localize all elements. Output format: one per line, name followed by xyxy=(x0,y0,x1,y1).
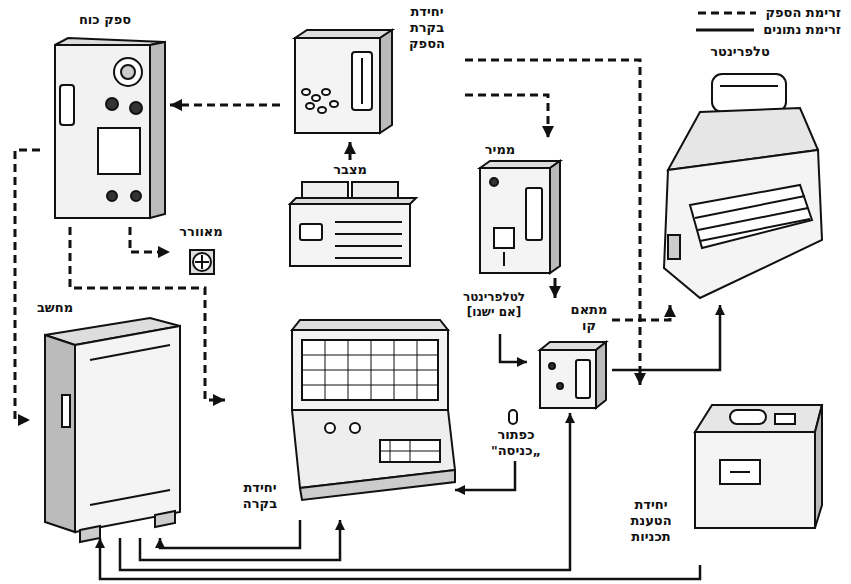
device-node: מאוורר xyxy=(170,224,234,280)
data-flow-connector xyxy=(120,413,570,570)
power-flow-connector xyxy=(70,227,225,400)
data-flow-connector xyxy=(455,461,515,490)
device-node: מצבר xyxy=(280,160,420,272)
power-flow-connector xyxy=(612,305,670,320)
legend-text: זרימת הספק xyxy=(765,5,841,20)
battery-drawing xyxy=(290,182,416,266)
device-label: יחידת בקרת הספק xyxy=(392,4,462,52)
device-node: מחשב xyxy=(30,298,185,538)
control-console-drawing xyxy=(292,320,455,500)
power-control-drawing xyxy=(295,30,392,133)
legend: זרימת הספק זרימת נתונים xyxy=(695,4,841,38)
leader-line xyxy=(500,334,527,362)
line-adapter-drawing xyxy=(540,342,606,408)
teleprinter-drawing xyxy=(664,74,822,298)
fan-drawing xyxy=(190,250,214,274)
power-supply-drawing xyxy=(55,38,165,218)
data-flow-connector xyxy=(612,305,720,370)
note-label: לטלפרינטר [אם ישנו] xyxy=(458,290,530,320)
enter-button-drawing xyxy=(509,410,517,424)
power-flow-connector xyxy=(130,227,170,252)
power-flow-connector xyxy=(465,95,548,138)
converter-drawing xyxy=(480,161,560,273)
device-node: יחידת בקרת הספק xyxy=(280,2,465,142)
legend-sample xyxy=(695,25,755,35)
power-flow-connector xyxy=(554,278,557,298)
device-label: ממיר xyxy=(475,142,525,158)
legend-item: זרימת נתונים xyxy=(695,21,841,38)
device-label: ספק כוח xyxy=(65,12,145,28)
device-label: יחידת בקרה xyxy=(229,480,291,512)
legend-item: זרימת הספק xyxy=(695,4,841,21)
device-label: טלפרינטר xyxy=(700,44,780,60)
device-node: כפתור „כניסה" xyxy=(485,407,549,461)
device-node: ספק כוח xyxy=(40,10,170,227)
device-node: מתאם קו xyxy=(530,298,612,413)
device-label: מתאם קו xyxy=(568,302,610,334)
loading-unit-drawing xyxy=(695,405,822,528)
device-label: מאוורר xyxy=(170,224,232,240)
legend-text: זרימת נתונים xyxy=(763,22,841,37)
power-flow-connector xyxy=(170,104,280,107)
device-label: יחידת הטענת תכניות xyxy=(615,497,687,545)
device-label: מצבר xyxy=(320,162,380,178)
data-flow-connector xyxy=(140,520,340,560)
device-label: מחשב xyxy=(30,300,80,316)
device-label: כפתור „כניסה" xyxy=(485,427,547,459)
power-flow-connector xyxy=(15,150,40,420)
device-node: יחידת הטענת תכניות xyxy=(615,385,830,565)
computer-drawing xyxy=(45,318,180,542)
device-node: ממיר xyxy=(470,138,565,278)
power-flow-connector xyxy=(465,60,640,385)
power-flow-connector xyxy=(349,142,352,160)
device-node: טלפרינטר xyxy=(650,42,828,305)
data-flow-connector xyxy=(160,520,300,548)
device-node: יחידת בקרה xyxy=(225,315,455,520)
data-flow-connector xyxy=(100,538,700,579)
legend-sample xyxy=(697,8,757,18)
